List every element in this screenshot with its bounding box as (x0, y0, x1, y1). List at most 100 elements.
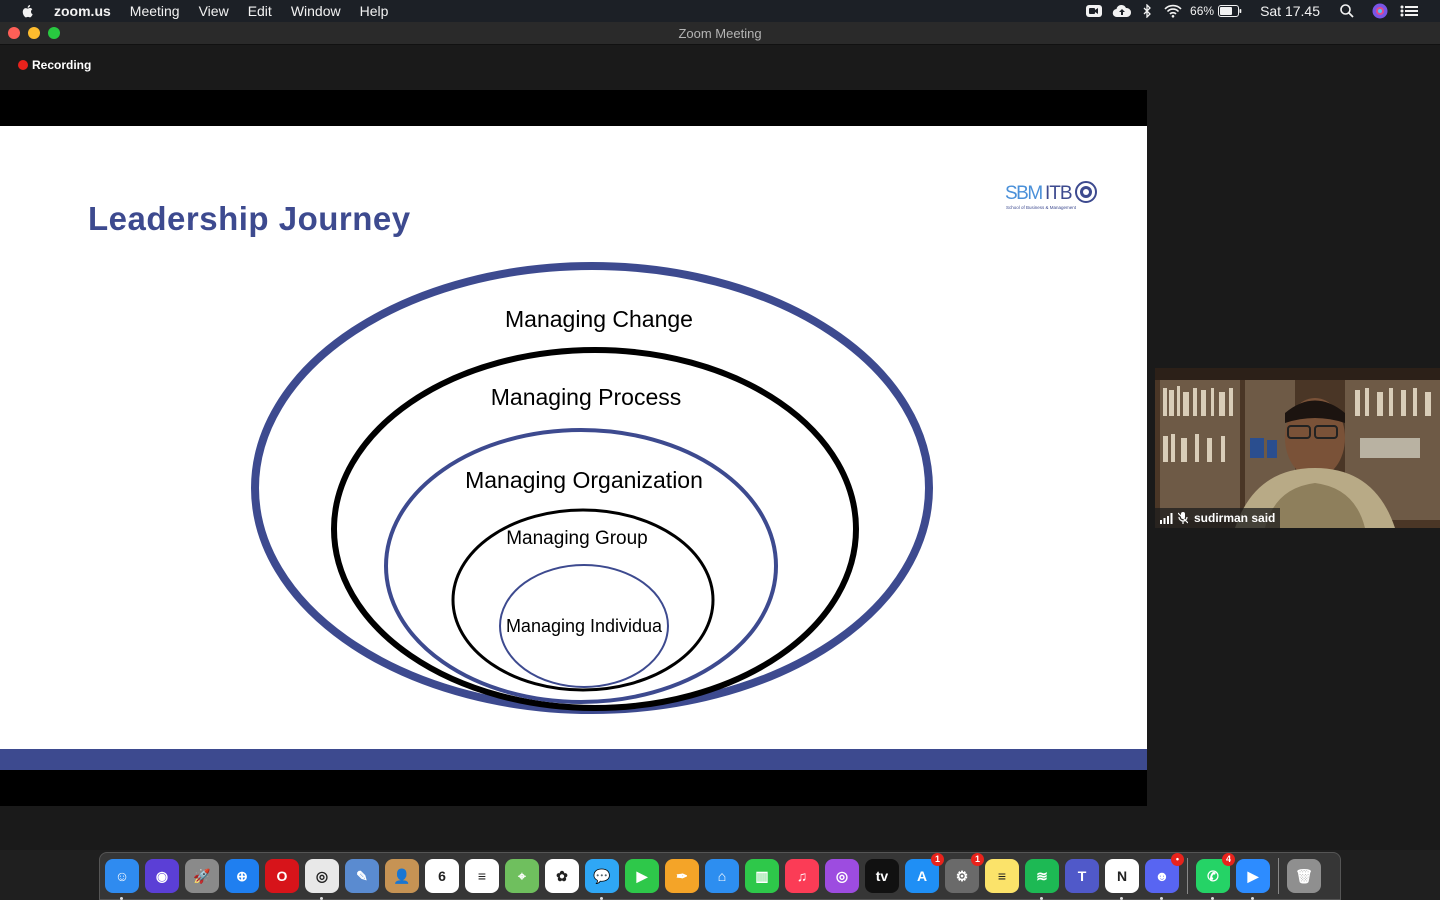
notification-badge: • (1171, 853, 1184, 866)
dock-safari-icon[interactable]: ⊕ (225, 859, 259, 893)
dock-maps-icon[interactable]: ⌖ (505, 859, 539, 893)
dock-preview-icon[interactable]: ✎ (345, 859, 379, 893)
dock-music-icon[interactable]: ♫ (785, 859, 819, 893)
menu-meeting[interactable]: Meeting (129, 3, 180, 19)
slide-footer-band (0, 749, 1147, 770)
participant-video-tile[interactable]: sudirman said (1155, 368, 1440, 528)
menu-window[interactable]: Window (290, 3, 341, 19)
dock-keynote-icon[interactable]: ⌂ (705, 859, 739, 893)
shared-screen: Leadership Journey SBM ITB School of Bus… (0, 90, 1147, 806)
apple-icon[interactable] (20, 3, 36, 19)
dock-glyph: ⊕ (236, 867, 248, 884)
dock-glyph: ≡ (997, 868, 1007, 884)
bluetooth-icon[interactable] (1142, 0, 1152, 22)
signal-strength-icon (1160, 512, 1173, 524)
menu-app-name[interactable]: zoom.us (54, 3, 111, 19)
minimize-window-button[interactable] (28, 27, 40, 39)
wifi-icon[interactable] (1164, 0, 1182, 22)
dock-calendar-icon[interactable]: 6 (425, 859, 459, 893)
menu-help[interactable]: Help (359, 3, 389, 19)
dock-trash-icon[interactable]: 🗑 (1287, 859, 1321, 893)
participant-name: sudirman said (1194, 511, 1276, 525)
spotlight-search-icon[interactable] (1340, 0, 1354, 22)
dock-glyph: O (276, 868, 288, 884)
ring-managing-organization (384, 428, 778, 704)
running-indicator (1040, 897, 1043, 900)
running-indicator (1120, 897, 1123, 900)
title-bar[interactable]: Zoom Meeting (0, 22, 1440, 45)
dock-spotify-icon[interactable]: ≋ (1025, 859, 1059, 900)
dock-glyph: N (1116, 868, 1128, 884)
sbm-itb-logo: SBM ITB School of Business & Management (1005, 181, 1097, 210)
recording-dot-icon (18, 60, 28, 70)
label-managing-group: Managing Group (506, 528, 648, 549)
dock-zoom-icon[interactable]: ▶ (1236, 859, 1270, 900)
recording-indicator[interactable]: Recording (18, 58, 91, 72)
dock-glyph: ⚙ (955, 867, 969, 884)
svg-text:SBM: SBM (1005, 183, 1042, 204)
notification-badge: 4 (1222, 853, 1235, 866)
dock-facetime-icon[interactable]: ▶ (625, 859, 659, 893)
close-window-button[interactable] (8, 27, 20, 39)
dock-numbers-icon[interactable]: ▥ (745, 859, 779, 893)
dock-launchpad-icon[interactable]: 🚀 (185, 859, 219, 893)
leadership-diagram: Managing Change Managing Process Managin… (251, 262, 933, 714)
dock-system-preferences-icon[interactable]: ⚙1 (945, 853, 984, 893)
dock-siri-icon[interactable]: ◉ (145, 859, 179, 893)
label-managing-individual: Managing Individua (506, 616, 663, 636)
menu-view[interactable]: View (198, 3, 229, 19)
siri-icon[interactable] (1372, 0, 1388, 22)
dock-glyph: tv (875, 868, 889, 884)
dock-chrome-icon[interactable]: ◎ (305, 859, 339, 900)
dock-finder-icon[interactable]: ☺ (105, 859, 139, 900)
dock-contacts-icon[interactable]: 👤 (385, 859, 419, 893)
zoom-window: Zoom Meeting Recording Leadership Journe… (0, 22, 1440, 850)
dock-appletv-icon[interactable]: tv (865, 859, 899, 893)
menu-bar: zoom.us Meeting View Edit Window Help 66… (0, 0, 1440, 22)
dock-glyph: ⌂ (717, 868, 727, 884)
menu-clock[interactable]: Sat 17.45 (1260, 3, 1320, 19)
label-managing-change: Managing Change (505, 306, 693, 332)
dock-messages-icon[interactable]: 💬 (585, 859, 619, 900)
dock-glyph: ▶ (1247, 867, 1259, 884)
label-managing-process: Managing Process (491, 384, 682, 410)
dock-glyph: 🗑 (1295, 867, 1313, 884)
dock-photos-icon[interactable]: ✿ (545, 859, 579, 893)
dock-opera-icon[interactable]: O (265, 859, 299, 893)
menu-edit[interactable]: Edit (247, 3, 272, 19)
dock-pages-icon[interactable]: ✒ (665, 859, 699, 893)
dock-glyph: ⌖ (518, 867, 526, 884)
dock-glyph: ✎ (356, 867, 368, 884)
running-indicator (320, 897, 323, 900)
dock-notion-icon[interactable]: N (1105, 859, 1139, 900)
dock-podcasts-icon[interactable]: ◎ (825, 859, 859, 893)
ring-managing-group (451, 508, 715, 692)
dock-glyph: ≋ (1036, 867, 1048, 884)
zoom-status-icon[interactable] (1086, 0, 1103, 22)
dock-teams-icon[interactable]: T (1065, 859, 1099, 893)
recording-label: Recording (32, 58, 92, 72)
cloud-upload-icon[interactable] (1112, 0, 1132, 22)
dock-whatsapp-icon[interactable]: ✆4 (1196, 853, 1235, 900)
participant-video (1155, 368, 1440, 528)
dock-discord-icon[interactable]: ☻• (1145, 853, 1184, 900)
running-indicator (600, 897, 603, 900)
dock-glyph: 💬 (593, 867, 611, 884)
dock-reminders-icon[interactable]: ≡ (465, 859, 499, 893)
dock-notes-icon[interactable]: ≡ (985, 859, 1019, 893)
dock-glyph: ☻ (1154, 868, 1170, 884)
microphone-muted-icon (1178, 512, 1188, 524)
ring-managing-process (331, 347, 859, 711)
dock-separator (1278, 858, 1279, 894)
logo-subtext: School of Business & Management (1006, 205, 1077, 210)
battery-percent: 66% (1190, 4, 1215, 18)
dock-separator (1187, 858, 1188, 894)
control-center-icon[interactable] (1400, 0, 1418, 22)
running-indicator (1251, 897, 1254, 900)
ring-managing-individual (499, 564, 669, 688)
maximize-window-button[interactable] (48, 27, 60, 39)
battery-icon[interactable] (1218, 0, 1242, 22)
dock-glyph: T (1077, 868, 1087, 884)
